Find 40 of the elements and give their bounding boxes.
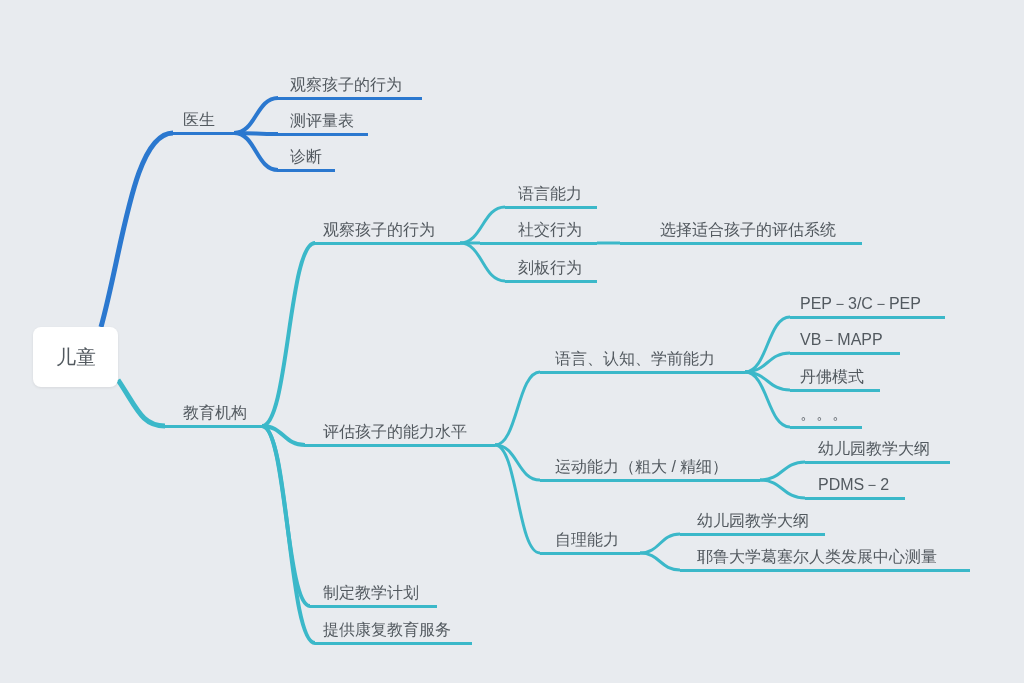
branch-topic: 制定教学计划 (310, 579, 437, 608)
branch-topic: 丹佛模式 (790, 363, 880, 392)
branch-topic: 语言能力 (505, 180, 597, 209)
branch-line (494, 443, 541, 555)
branch-topic: 。。。 (790, 400, 862, 429)
branch-topic: 评估孩子的能力水平 (305, 418, 495, 447)
branch-topic: 提供康复教育服务 (315, 616, 472, 645)
branch-line (459, 241, 506, 283)
branch-line (115, 378, 166, 429)
branch-line (98, 130, 174, 328)
branch-topic: 耶鲁大学葛塞尔人类发展中心测量 (680, 543, 970, 572)
branch-topic: 测评量表 (278, 107, 368, 136)
branch-topic: PEP－3/C－PEP (790, 290, 945, 319)
branch-line (261, 424, 306, 447)
branch-line (639, 551, 681, 572)
branch-topic: 诊断 (278, 143, 335, 172)
branch-line (759, 460, 806, 482)
branch-line (459, 205, 506, 245)
branch-line (639, 532, 681, 555)
branch-topic: PDMS－2 (805, 471, 905, 500)
branch-topic: 选择适合孩子的评估系统 (620, 216, 862, 245)
branch-topic: 自理能力 (540, 526, 640, 555)
branch-topic: 幼儿园教学大纲 (680, 507, 825, 536)
branch-topic: 运动能力（粗大 / 精细） (540, 453, 760, 482)
central-topic: 儿童 (33, 327, 118, 387)
branch-topic: 观察孩子的行为 (315, 216, 460, 245)
branch-topic: 观察孩子的行为 (278, 71, 422, 100)
branch-topic: 教育机构 (165, 399, 262, 428)
branch-line (744, 351, 791, 374)
branch-line (744, 370, 791, 429)
branch-line (759, 478, 806, 500)
branch-line (494, 370, 541, 447)
branch-topic: 医生 (173, 106, 234, 135)
branch-topic: VB－MAPP (790, 326, 900, 355)
branch-topic: 刻板行为 (505, 254, 597, 283)
branch-topic: 语言、认知、学前能力 (540, 345, 745, 374)
branch-line (597, 241, 620, 245)
branch-topic: 社交行为 (480, 216, 597, 245)
branch-topic: 幼儿园教学大纲 (805, 435, 950, 464)
branch-line (261, 241, 316, 428)
